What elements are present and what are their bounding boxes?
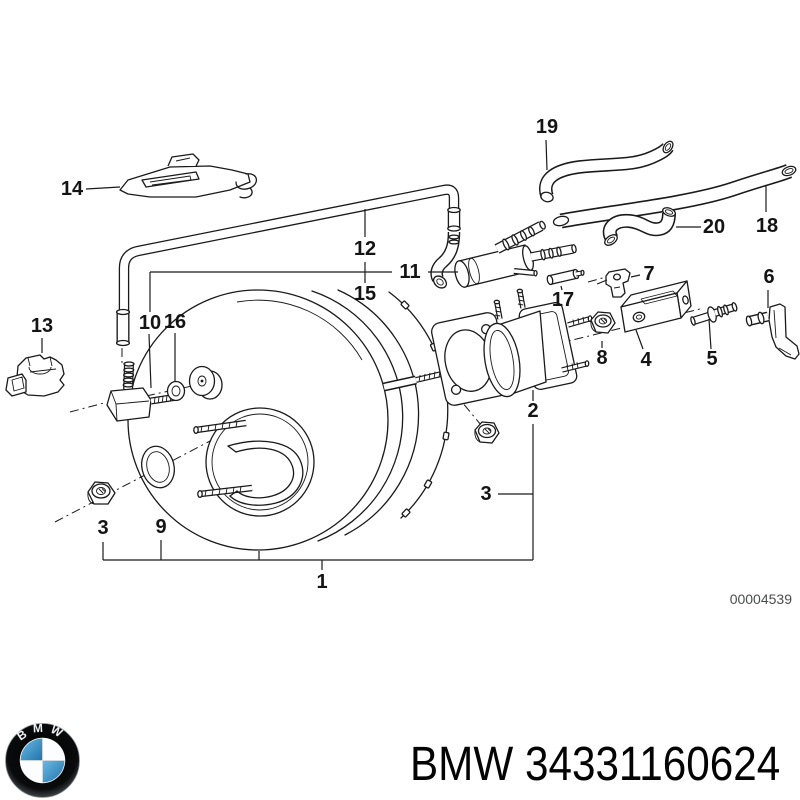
bmw-logo: BMW (5, 722, 80, 798)
pipe-clip (5, 354, 65, 397)
drawing-number: 00004539 (730, 591, 793, 607)
logo-quadrant-blue-br (42, 760, 65, 783)
callout-18: 18 (756, 215, 778, 237)
callout-19: 19 (536, 116, 558, 138)
callout-11: 11 (399, 261, 420, 283)
dowel-pin (546, 268, 585, 286)
callout-labels: 14 12 15 11 13 10 16 19 20 18 17 7 6 8 4… (31, 116, 778, 593)
grouping-bracket (102, 424, 534, 570)
callout-2: 2 (527, 400, 538, 422)
vacuum-pipe (115, 184, 461, 347)
parts-diagram: 14 12 15 11 13 10 16 19 20 18 17 7 6 8 4… (5, 116, 800, 607)
hex-nut-small (590, 311, 616, 334)
callout-8: 8 (596, 347, 607, 369)
callout-5: 5 (706, 348, 717, 370)
callout-3-right: 3 (480, 483, 491, 505)
hose-long (552, 164, 797, 229)
callout-6: 6 (763, 266, 774, 288)
callout-3-left: 3 (97, 517, 108, 539)
check-valve-assembly (430, 220, 577, 289)
angle-fitting (106, 361, 181, 422)
callout-1: 1 (316, 571, 327, 593)
hex-nut-right (474, 421, 500, 444)
callout-13: 13 (31, 315, 53, 337)
callout-4: 4 (640, 349, 652, 371)
sealing-ring-small (166, 380, 186, 402)
valve-block (620, 280, 692, 333)
leader-lines (41, 139, 769, 401)
pushrod-housing (483, 288, 593, 398)
hex-nut-left (87, 481, 116, 505)
support-bracket (745, 303, 800, 360)
callout-10: 10 (139, 312, 161, 334)
callout-9: 9 (155, 516, 166, 538)
callout-20: 20 (703, 216, 725, 238)
callout-16: 16 (164, 311, 186, 333)
callout-12: 12 (354, 238, 376, 260)
logo-cross-lines (20, 738, 65, 783)
holder-bracket (119, 153, 257, 199)
sealing-ring-large (141, 445, 175, 489)
booster-front-boss (188, 365, 453, 517)
part-number-title: BMW 34331160624 (410, 738, 781, 791)
hose-elbow (602, 207, 676, 246)
hose-short (539, 140, 674, 203)
vent-valve (690, 302, 738, 326)
callout-7: 7 (643, 263, 654, 285)
callout-14: 14 (61, 178, 84, 200)
logo-quadrant-blue-tl (20, 738, 43, 761)
callout-15: 15 (354, 283, 376, 305)
retaining-clip (605, 268, 631, 298)
callout-17: 17 (552, 289, 574, 311)
